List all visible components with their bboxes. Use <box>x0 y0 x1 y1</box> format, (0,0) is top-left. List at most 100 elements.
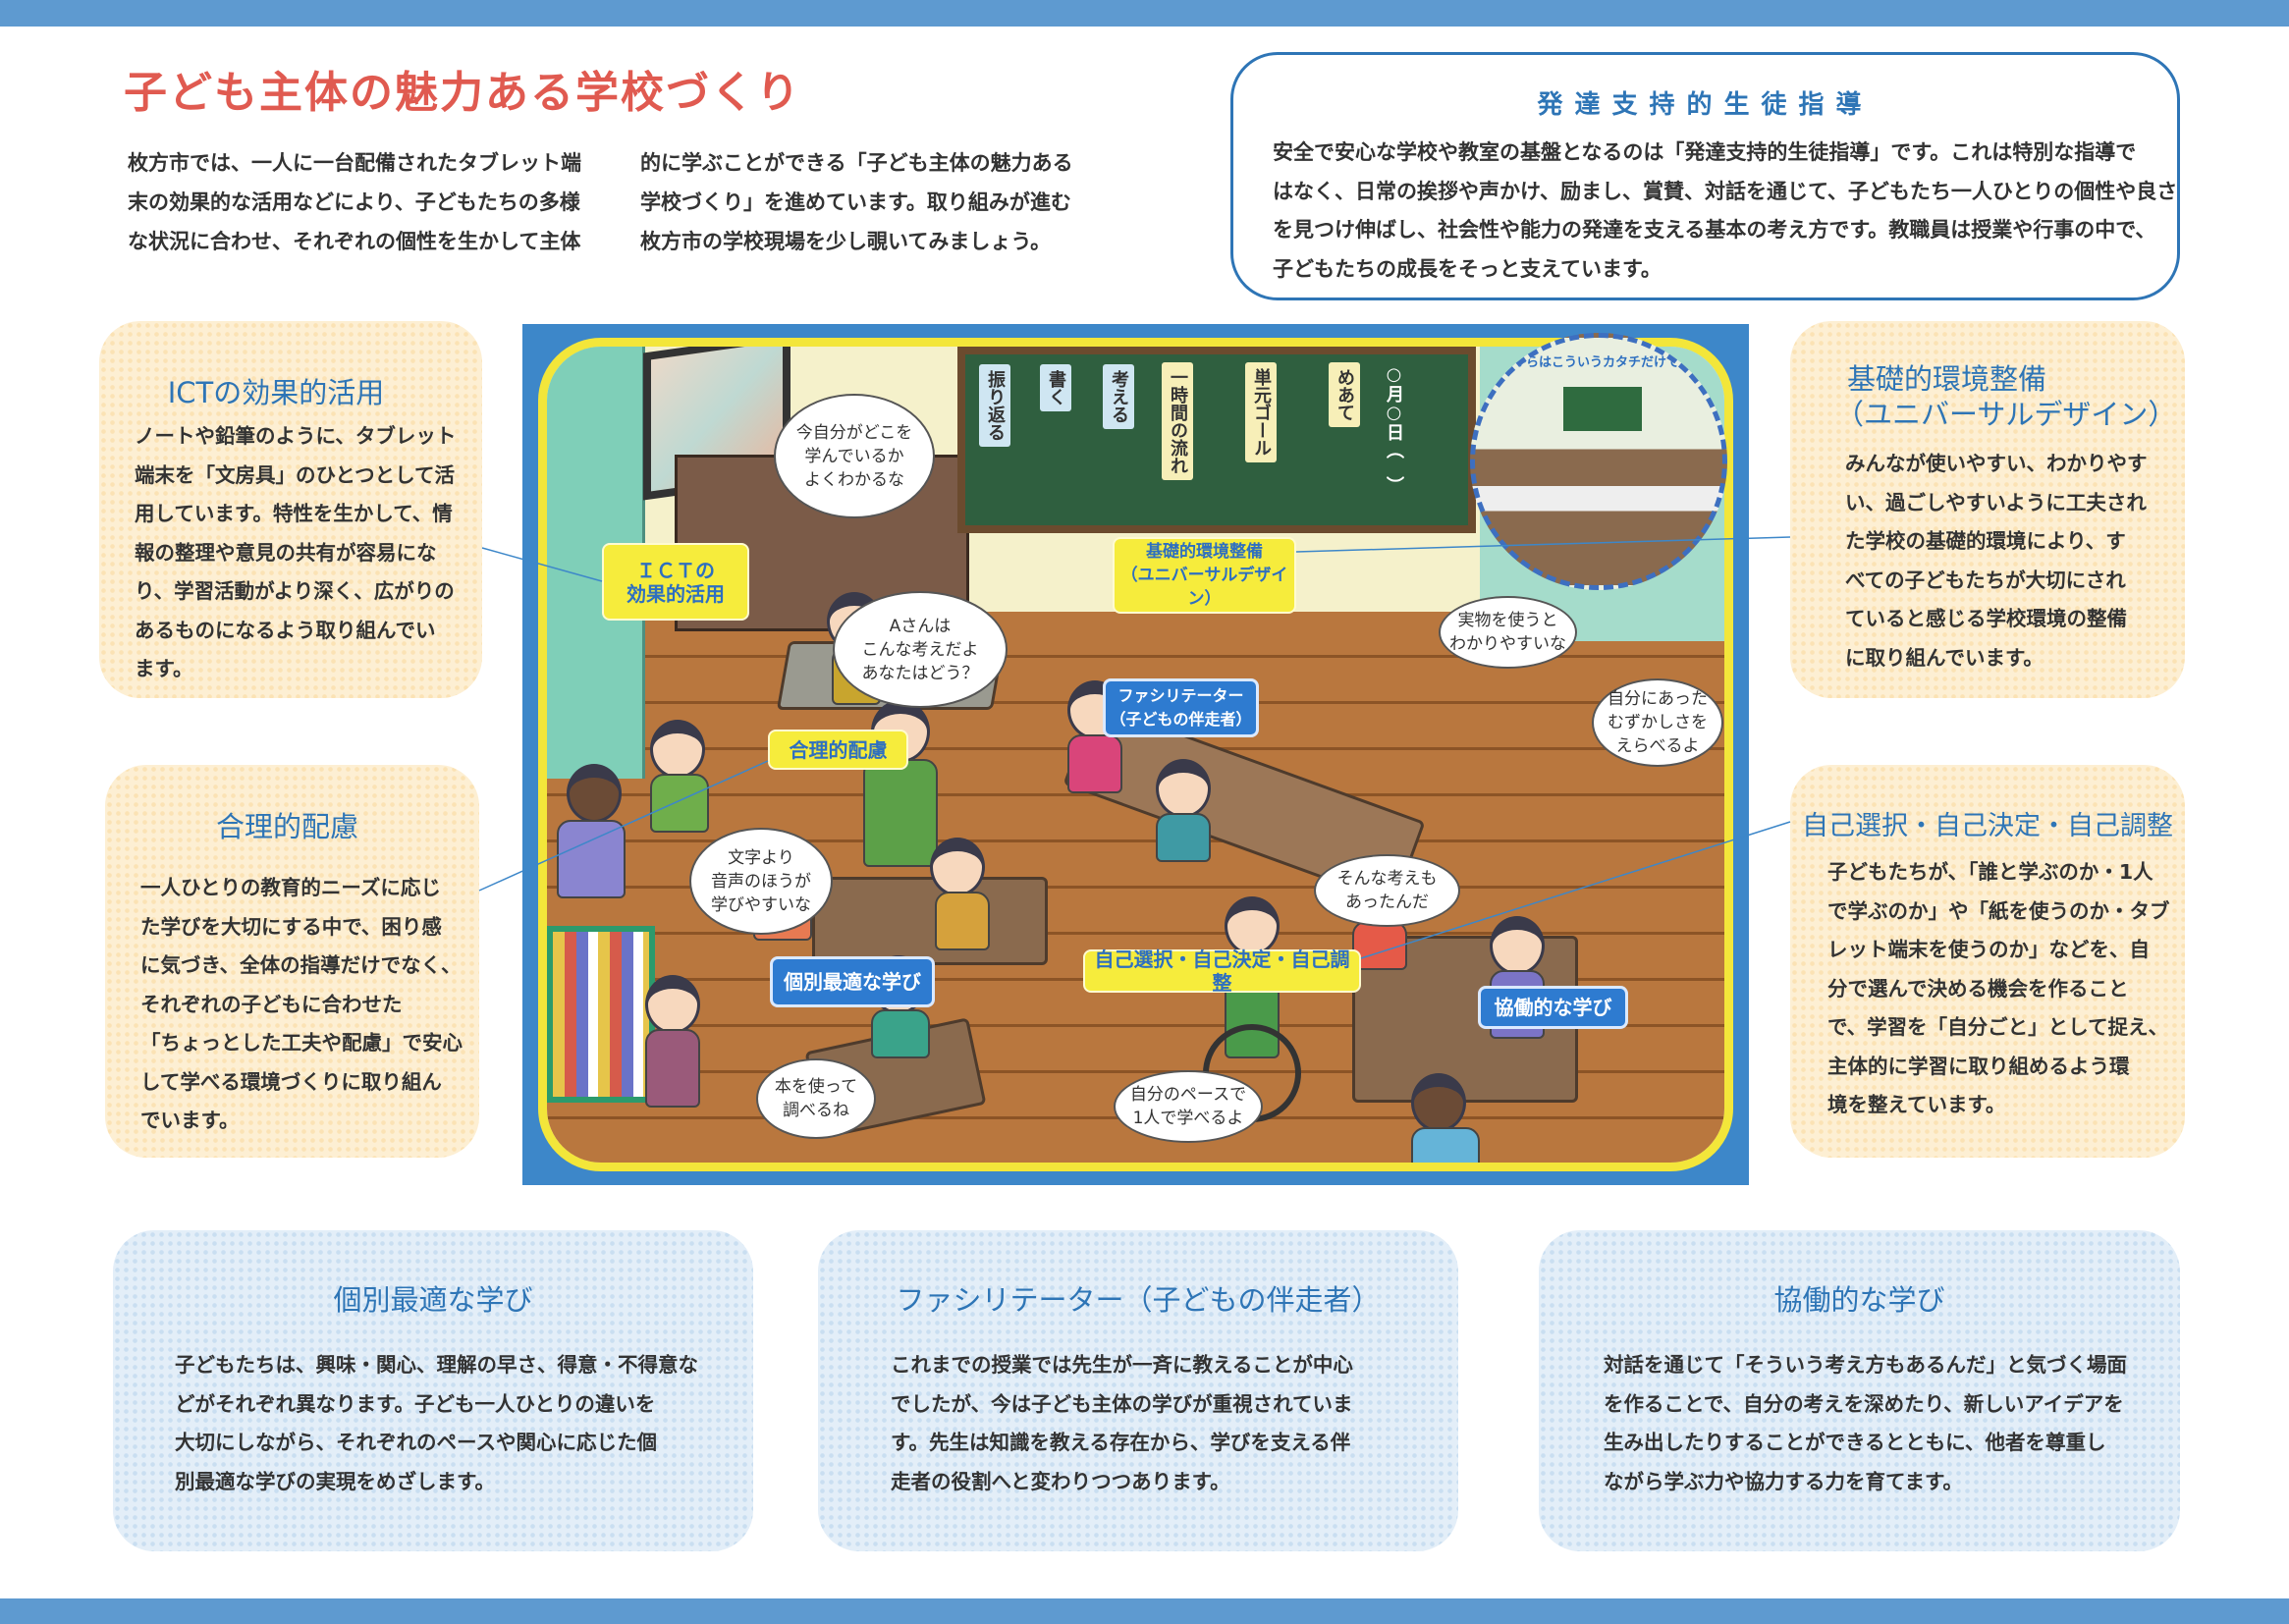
text-line: 対話を通じて「そういう考え方もあるんだ」と気づく場面 <box>1604 1353 2127 1377</box>
label-universal: 基礎的環境整備 （ユニバーサルデザイン） <box>1113 537 1296 614</box>
individual-title: 個別最適な学び <box>333 1283 533 1317</box>
text-line: い、過ごしやすいように工夫され <box>1845 490 2147 514</box>
label-individual: 個別最適な学び <box>770 956 935 1007</box>
text-line: 1人で学べるよ <box>1132 1109 1244 1128</box>
facilitator-text: これまでの授業では先生が一斉に教えることが中心でしたが、今は子ども主体の学びが重… <box>891 1346 1353 1501</box>
label-facilitator: ファシリテーター（子どもの伴走者） <box>1103 678 1259 737</box>
text-line: 報の整理や意見の共有が容易にな <box>135 540 437 565</box>
self-text: 子どもたちが、「誰と学ぶのか・1人で学ぶのか」や「紙を使うのか・タブレット端末を… <box>1827 853 2170 1125</box>
individual-text: 子どもたちは、興味・関心、理解の早さ、得意・不得意などがそれぞれ異なります。子ど… <box>175 1346 698 1501</box>
text-line: 実物を使うと <box>1457 611 1558 630</box>
bubble-idea: そんな考えもあったんだ <box>1314 854 1460 927</box>
bubble-pace: 自分のペースで 1人で学べるよ <box>1114 1070 1263 1143</box>
text-line: して学べる環境づくりに取り組ん <box>140 1069 442 1094</box>
text-line: ＩＣＴの <box>636 558 715 582</box>
label-self: 自己選択・自己決定・自己調整 <box>1083 947 1361 995</box>
universal-box: 基礎的環境整備 （ユニバーサルデザイン） みんなが使いやすい、わかりやすい、過ご… <box>1790 321 2185 698</box>
text-line: 文字より <box>728 847 794 868</box>
self-box: 自己選択・自己決定・自己調整 子どもたちが、「誰と学ぶのか・1人で学ぶのか」や「… <box>1790 765 2185 1158</box>
bookshelf <box>547 926 655 1103</box>
text-line: 学びやすいな <box>711 894 811 915</box>
ict-text: ノートや鉛筆のように、タブレット端末を「文房具」のひとつとして活用しています。特… <box>135 417 456 689</box>
text-line: 末の効果的な活用などにより、子どもたちの多様 <box>128 190 580 214</box>
text-line: あなたはどう？ <box>861 663 979 683</box>
universal-text: みんなが使いやすい、わかりやすい、過ごしやすいように工夫された学校の基礎的環境に… <box>1845 445 2148 677</box>
text-line: （ユニバーサルデザイン） <box>1120 566 1288 609</box>
card-write: 書く <box>1040 364 1071 411</box>
inset-caption: これからはこういうカタチだけでなく… <box>1487 355 1717 370</box>
ict-box: ICTの効果的活用 ノートや鉛筆のように、タブレット端末を「文房具」のひとつとし… <box>99 321 482 698</box>
text-line: 自分のペースで <box>1129 1085 1247 1105</box>
text-line: 学校づくり」を進めています。取り組みが進む <box>640 190 1071 214</box>
text-line: 的に学ぶことができる「子ども主体の魅力ある <box>640 151 1073 175</box>
text-line: 自己選択・自己決定・自己調整 <box>1094 947 1350 995</box>
text-line: 自分にあった <box>1608 689 1708 709</box>
text-line: 枚方市の学校現場を少し覗いてみましょう。 <box>640 230 1052 253</box>
text-line: （子どもの伴走者） <box>1110 710 1252 729</box>
bubble-level: 自分にあったむずかしさをえらべるよ <box>1592 678 1723 767</box>
text-line: 生み出したりすることができるとともに、他者を尊重し <box>1604 1431 2106 1454</box>
text-line: 大切にしながら、それぞれのペースや関心に応じた個 <box>175 1431 657 1454</box>
bubble-a-san: Aさんはこんな考えだよあなたはどう？ <box>833 591 1008 708</box>
text-line: べての子どもたちが大切にされ <box>1845 568 2126 592</box>
universal-title-1: 基礎的環境整備 <box>1847 362 2047 396</box>
bubble-real: 実物を使うとわかりやすいな <box>1439 596 1577 669</box>
text-line: 「ちょっとした工夫や配慮」で安心 <box>140 1031 463 1055</box>
text-line: よくわかるな <box>804 469 904 490</box>
text-line: でしたが、今は子ども主体の学びが重視されていま <box>891 1391 1353 1416</box>
reasonable-box: 合理的配慮 一人ひとりの教育的ニーズに応じた学びを大切にする中で、困り感に気づき… <box>105 765 479 1158</box>
text-line: 基礎的環境整備 <box>1146 542 1263 562</box>
text-line: そんな考えも <box>1336 869 1438 889</box>
text-line: に気づき、全体の指導だけでなく、 <box>140 953 462 977</box>
text-line: 別最適な学びの実現をめざします。 <box>175 1469 495 1493</box>
inset-blackboard <box>1563 387 1642 431</box>
text-line: ノートや鉛筆のように、タブレット <box>135 424 457 448</box>
individual-box: 個別最適な学び 子どもたちは、興味・関心、理解の早さ、得意・不得意などがそれぞれ… <box>113 1230 753 1551</box>
text-line: 走者の役割へと変わりつつあります。 <box>891 1469 1230 1493</box>
text-line: 子どもたちは、興味・関心、理解の早さ、得意・不得意な <box>175 1353 698 1377</box>
card-reflect: 振り返る <box>979 364 1010 447</box>
text-line: あるものになるよう取り組んでい <box>135 618 436 642</box>
facilitator-title: ファシリテーター（子どもの伴走者） <box>896 1283 1381 1317</box>
text-line: 協働的な学び <box>1494 996 1612 1019</box>
bubble-book: 本を使って調べるね <box>756 1058 876 1139</box>
text-line: 合理的配慮 <box>789 737 888 762</box>
bubble-audio: 文字より音声のほうが学びやすいな <box>689 828 833 935</box>
text-line: 音声のほうが <box>711 871 811 892</box>
text-line: これまでの授業では先生が一斉に教えることが中心 <box>891 1353 1353 1377</box>
support-guidance-text: 安全で安心な学校や教室の基盤となるのは「発達支持的生徒指導」です。これは特別な指… <box>1273 134 2177 289</box>
bubble-where: 今自分がどこを学んでいるかよくわかるな <box>774 394 935 518</box>
label-ict: ＩＣＴの効果的活用 <box>602 543 749 621</box>
text-line: あったんだ <box>1345 893 1429 912</box>
text-line: 効果的活用 <box>627 581 725 606</box>
card-think: 考える <box>1103 364 1134 429</box>
blackboard: 振り返る 書く 考える 一時間の流れ 単元ゴール めあて ○月○日（ ） <box>957 347 1476 533</box>
universal-title-2: （ユニバーサルデザイン） <box>1835 398 2177 431</box>
card-goal: 単元ゴール <box>1245 362 1277 462</box>
card-date: ○月○日（ ） <box>1384 364 1404 494</box>
text-line: 本を使って <box>774 1077 858 1097</box>
text-line: を見つけ伸ばし、社会性や能力の発達を支える基本の考え方です。教職員は授業や行事の… <box>1273 218 2156 242</box>
label-reasonable: 合理的配慮 <box>768 730 908 770</box>
page-title: 子ども主体の魅力ある学校づくり <box>124 68 801 118</box>
support-guidance-box: 発達支持的生徒指導 安全で安心な学校や教室の基盤となるのは「発達支持的生徒指導」… <box>1230 52 2180 300</box>
collab-title: 協働的な学び <box>1773 1283 1945 1317</box>
text-line: どがそれぞれ異なります。子ども一人ひとりの違いを <box>175 1391 656 1416</box>
text-line: こんな考えだよ <box>861 639 979 660</box>
ict-title: ICTの効果的活用 <box>167 376 385 409</box>
text-line: 学んでいるか <box>804 446 904 466</box>
classroom-inset: これからはこういうカタチだけでなく… <box>1470 333 1727 590</box>
text-line: た学校の基礎的環境により、す <box>1845 529 2126 553</box>
text-line: 調べるね <box>783 1101 849 1120</box>
support-guidance-title: 発達支持的生徒指導 <box>1537 90 1874 120</box>
reasonable-text: 一人ひとりの教育的ニーズに応じた学びを大切にする中で、困り感に気づき、全体の指導… <box>140 869 463 1141</box>
collab-text: 対話を通じて「そういう考え方もあるんだ」と気づく場面を作ることで、自分の考えを深… <box>1604 1346 2127 1501</box>
text-line: 端末を「文房具」のひとつとして活 <box>135 462 455 487</box>
text-line: 今自分がどこを <box>795 422 913 443</box>
text-line: 用しています。特性を生かして、情 <box>135 502 453 525</box>
text-line: 主体的に学習に取り組めるよう環 <box>1827 1054 2130 1078</box>
text-line: ます。 <box>135 657 193 680</box>
text-line: な状況に合わせ、それぞれの個性を生かして主体 <box>128 230 581 253</box>
top-bar <box>0 0 2289 27</box>
text-line: レット端末を使うのか」などを、自 <box>1827 938 2150 961</box>
